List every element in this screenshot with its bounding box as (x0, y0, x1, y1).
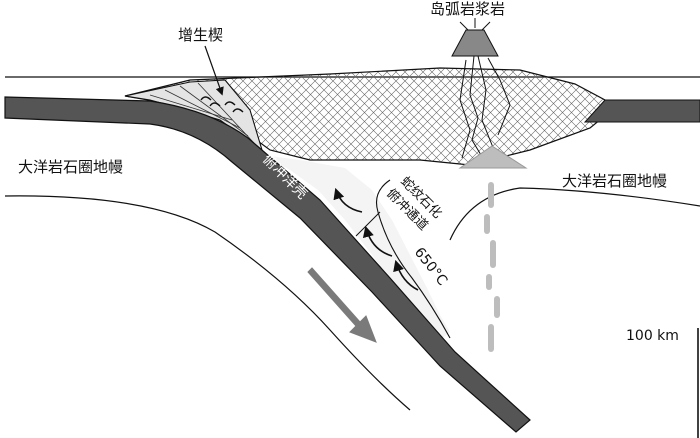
right-oceanic-plate (585, 100, 700, 122)
left-mantle-boundary (5, 196, 410, 410)
scale-label: 100 km (626, 328, 679, 344)
accretionary-wedge-label: 增生楔 (178, 26, 223, 44)
mantle-right-label: 大洋岩石圈地幔 (562, 172, 667, 190)
volcano-rays (460, 18, 490, 30)
volcano (452, 30, 498, 56)
magma-drops (484, 182, 500, 352)
arc-magma-label: 岛弧岩浆岩 (430, 0, 505, 18)
mantle-left-label: 大洋岩石圈地幔 (18, 158, 123, 176)
